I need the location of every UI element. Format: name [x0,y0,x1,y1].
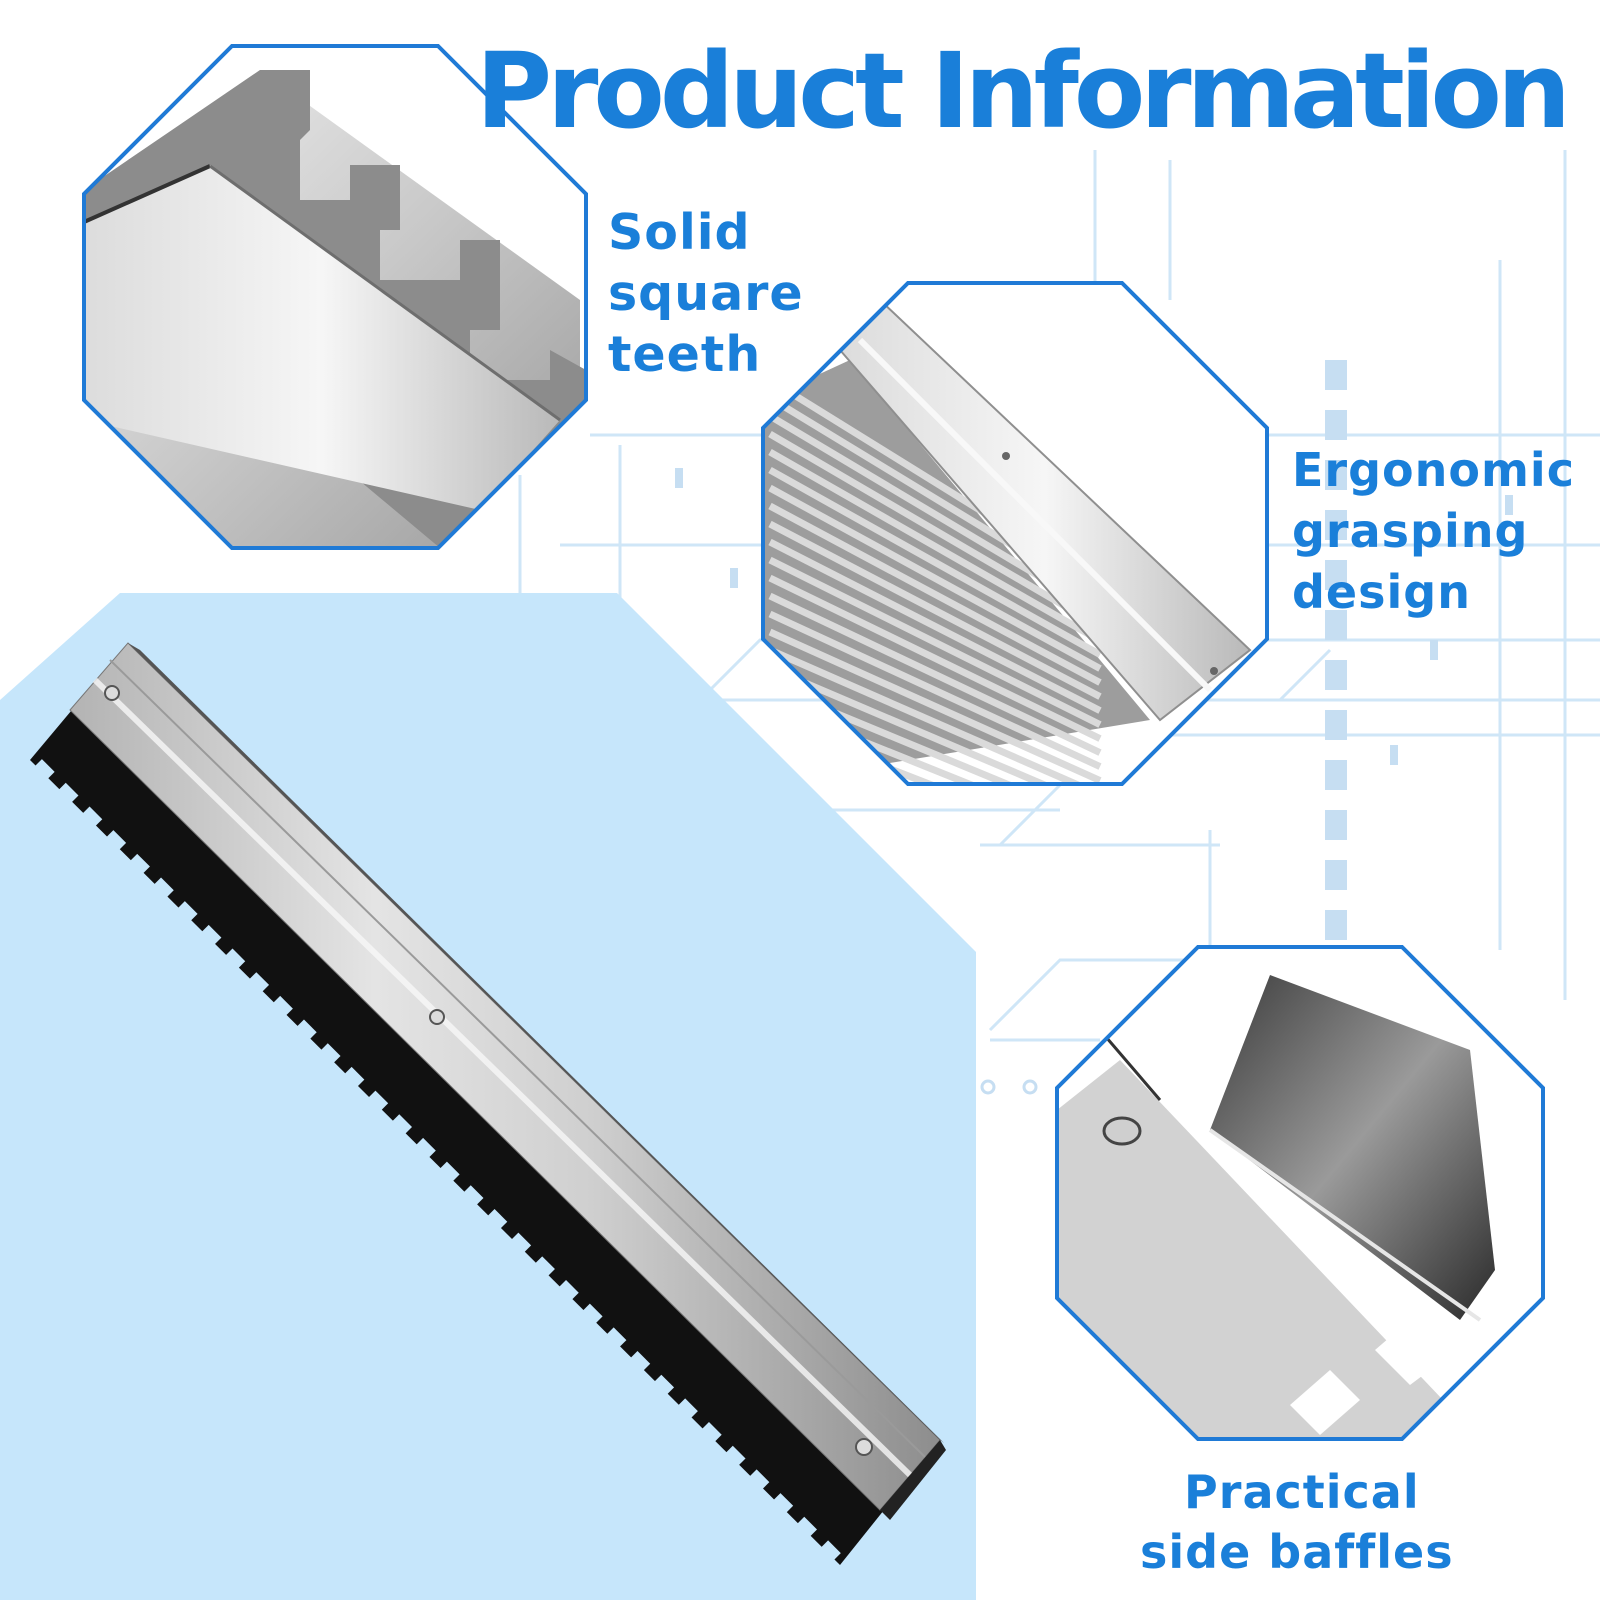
comb-ridge [768,520,1102,700]
trowel-notch [148,877,174,903]
side-baffle-closeup-icon [1057,947,1543,1439]
comb-ridge [768,448,1102,644]
comb-ridge [768,466,1102,658]
square-teeth-closeup-icon [84,46,586,548]
circuit-dashes [675,360,1513,940]
comb-ridge [768,484,1102,672]
trowel-notch [124,853,150,880]
comb-ridge [768,538,1102,714]
caption-line: square [608,265,804,322]
notched-trowel-icon [29,642,946,1566]
caption-line: Solid [608,204,751,261]
caption-line: Practical [1184,1465,1420,1519]
comb-pattern-closeup-icon [763,283,1267,784]
feature-caption-teeth: Solid square teeth [608,202,804,385]
comb-ridge [768,646,1102,784]
caption-line: design [1292,565,1471,619]
trowel-notch [100,830,127,856]
trowel-notch [243,972,270,998]
caption-line: side baffles [1140,1525,1454,1579]
page-title: Product Information [475,30,1571,152]
baffle-closeup-panel [1055,945,1545,1441]
trowel-notch [172,901,198,927]
comb-ridge [768,502,1102,686]
comb-ridge [768,628,1102,784]
feature-caption-baffles: Practical side baffles [1140,1462,1454,1582]
comb-ridge [768,574,1102,742]
trowel-notch [53,782,79,809]
trowel-notch [505,1232,532,1259]
comb-closeup-panel [761,281,1269,786]
trowel-notch [29,759,55,785]
trowel-notch [195,924,222,951]
comb-ridge [768,610,1102,770]
trowel-notch [76,806,103,832]
trowel-main-panel [0,593,976,1600]
comb-ridge [768,556,1102,728]
trowel-notch [219,948,246,974]
teeth-closeup-panel [82,44,588,550]
caption-line: teeth [608,326,762,383]
comb-ridge [768,592,1102,756]
feature-caption-grip: Ergonomic grasping design [1292,440,1575,623]
caption-line: Ergonomic [1292,443,1575,497]
comb-ridge [768,664,1102,784]
trowel-notch [267,995,293,1022]
comb-ridge [768,430,1102,630]
caption-line: grasping [1292,504,1529,558]
